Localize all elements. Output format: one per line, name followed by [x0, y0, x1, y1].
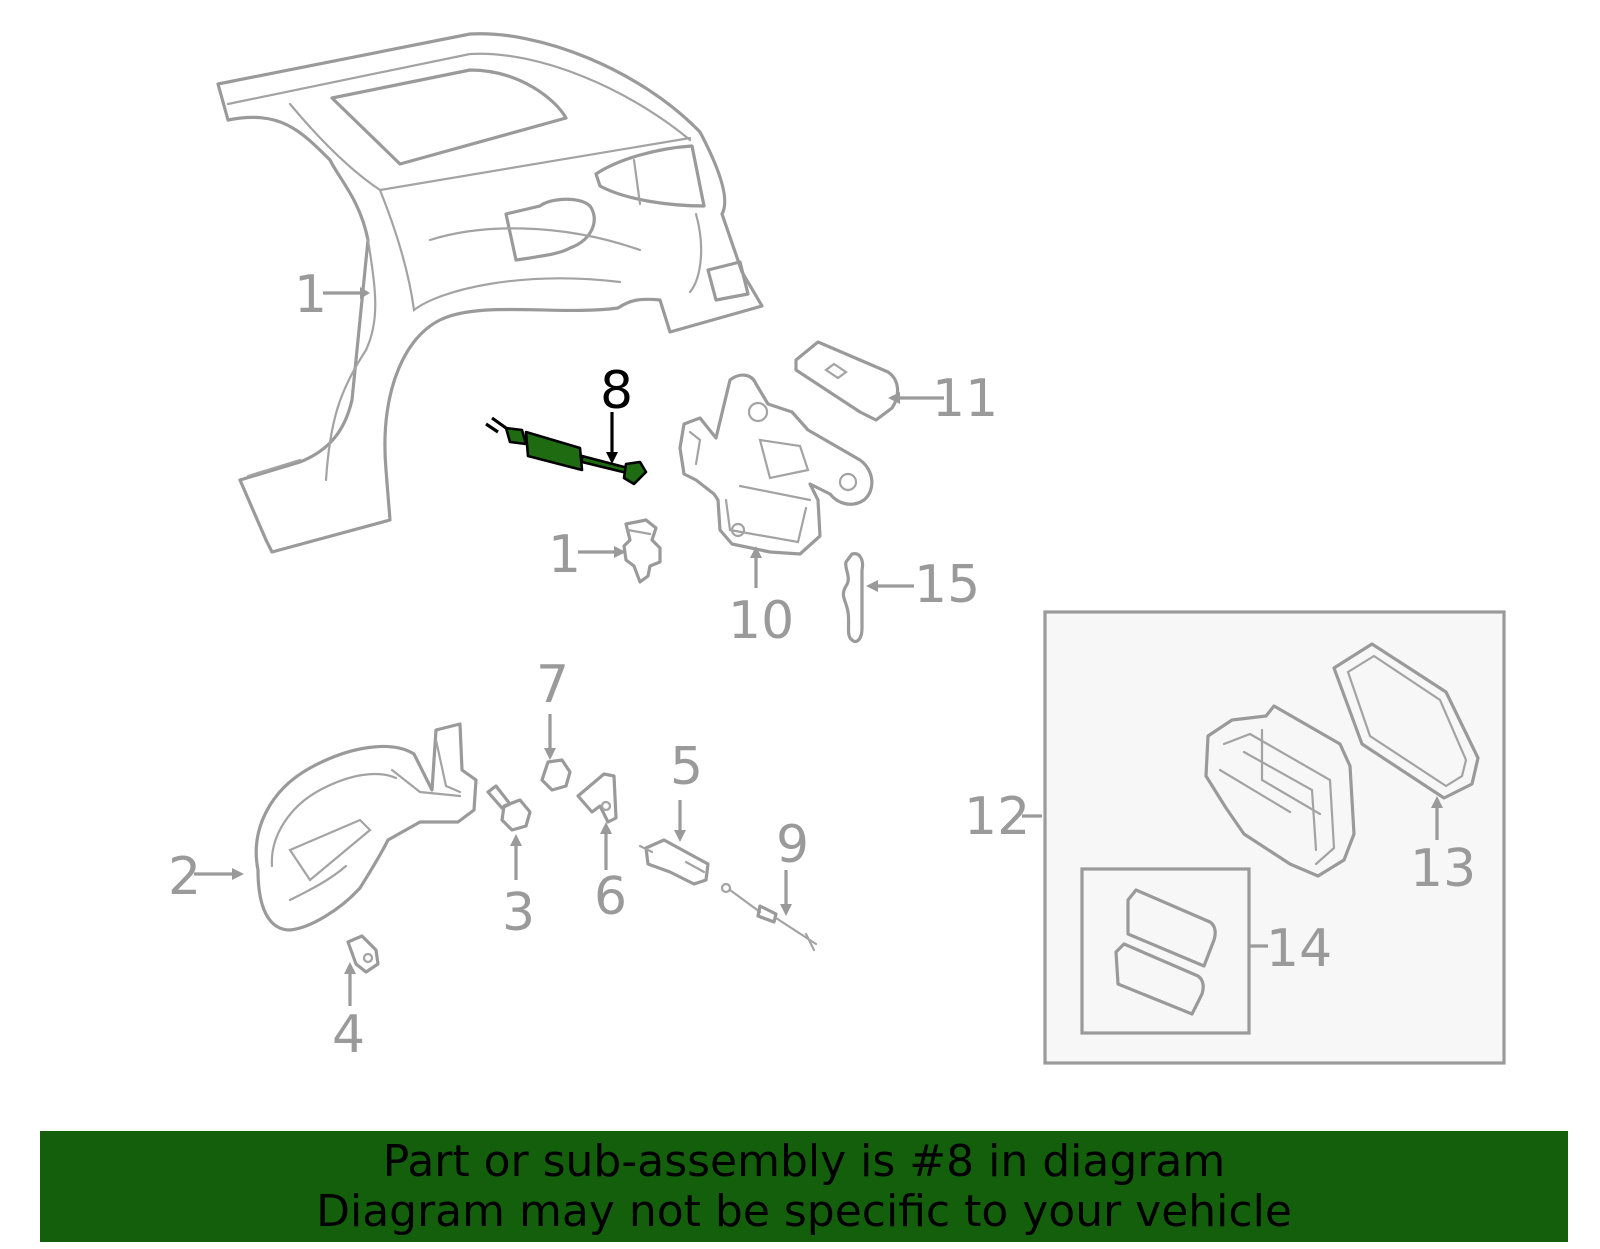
callout-4: 4 [332, 1005, 365, 1065]
callout-3: 3 [502, 883, 535, 943]
callout-labels: 1 8 11 1 10 15 7 5 9 2 3 6 4 12 13 14 [168, 265, 1476, 1065]
nut-drawing [540, 758, 572, 792]
callout-11: 11 [932, 369, 998, 429]
quarter-panel-drawing [216, 32, 764, 554]
door-actuator-drawing [638, 838, 710, 886]
callout-5: 5 [670, 737, 703, 797]
release-actuator-highlighted [485, 416, 648, 486]
callout-8: 8 [600, 361, 633, 421]
push-clip-drawing [622, 518, 662, 584]
callout-14: 14 [1266, 919, 1332, 979]
part-info-banner: Part or sub-assembly is #8 in diagram Di… [40, 1131, 1568, 1242]
callout-12: 12 [964, 787, 1030, 847]
callout-9: 9 [776, 815, 809, 875]
bumper-stop-drawing [346, 934, 380, 974]
bolt-drawing [486, 784, 532, 832]
callout-15: 15 [914, 555, 980, 615]
callout-7: 7 [536, 655, 569, 715]
banner-line-part: Part or sub-assembly is #8 in diagram [382, 1136, 1226, 1187]
inset-box-12 [1043, 610, 1506, 1065]
callout-6: 6 [594, 867, 627, 927]
leader-lines [194, 287, 1443, 1006]
release-cable-drawing [720, 882, 818, 952]
callout-2: 2 [168, 847, 201, 907]
callout-1-panel: 1 [294, 265, 327, 325]
fuel-door-drawing [254, 722, 478, 932]
callout-1-clip: 1 [548, 525, 581, 585]
spring-clip-drawing [576, 772, 618, 824]
mounting-plate-drawing [794, 340, 900, 422]
callout-10: 10 [728, 591, 794, 651]
banner-line-disclaimer: Diagram may not be specific to your vehi… [316, 1186, 1292, 1237]
callout-13: 13 [1410, 839, 1476, 899]
seal-strip-drawing [841, 552, 865, 644]
fuel-door-housing-drawing [678, 373, 874, 556]
